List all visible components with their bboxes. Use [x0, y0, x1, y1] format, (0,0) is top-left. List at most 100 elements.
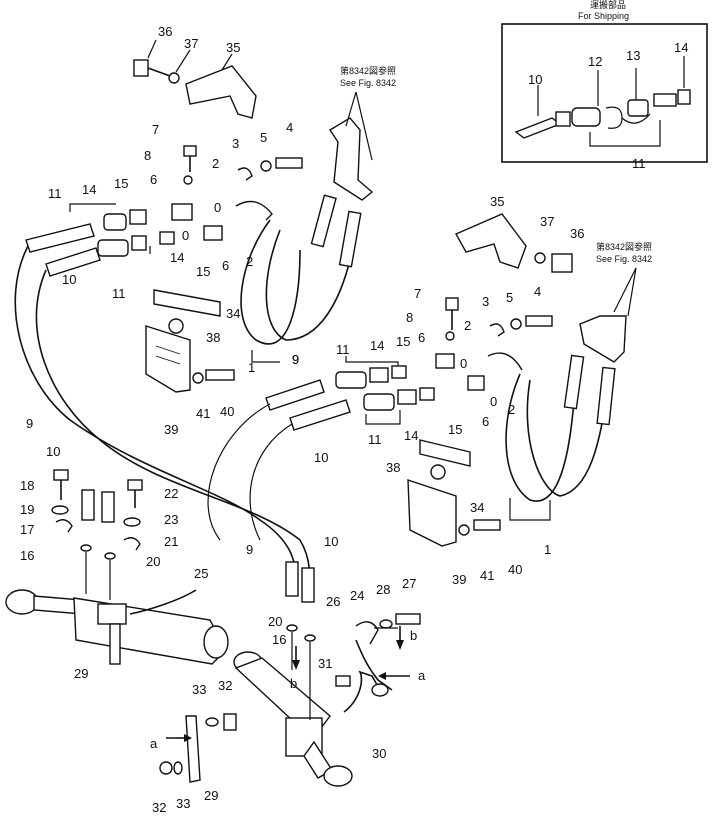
callout: 39 [164, 422, 178, 437]
guard-39-right [407, 479, 457, 547]
callout: 10 [62, 272, 76, 287]
callout: 0 [490, 394, 497, 409]
callout: 19 [20, 502, 34, 517]
callout: 34 [470, 500, 484, 515]
clamp-34-upper [153, 289, 221, 317]
shipping-hose-end [514, 117, 562, 139]
callout: 28 [376, 582, 390, 597]
callout: 37 [184, 36, 198, 51]
hose-1-upper-a [240, 219, 301, 345]
callout: 7 [152, 122, 159, 137]
shipping-nipple [653, 93, 677, 107]
callout: 11 [368, 432, 382, 447]
block-6b-upper [203, 225, 223, 241]
callout: 23 [164, 512, 178, 527]
callout: 11 [632, 156, 646, 171]
callout: 11 [336, 342, 350, 357]
shipping-plug [627, 99, 649, 117]
callout: 20 [146, 554, 160, 569]
callout: 41 [480, 568, 494, 583]
callout: 17 [20, 522, 34, 537]
clamp-34-right [419, 439, 471, 467]
callout: 26 [326, 594, 340, 609]
callout: 33 [176, 796, 190, 811]
shipping-title-jp: 運搬部品 [590, 0, 626, 10]
callout: 2 [464, 318, 471, 333]
callout: 14 [170, 250, 184, 265]
callout-numbers: 36 37 35 7 8 3 5 4 2 6 15 14 11 0 0 6 2 … [20, 24, 688, 815]
callout: 36 [570, 226, 584, 241]
clamp-29-left [109, 623, 121, 665]
callout: 25 [194, 566, 208, 581]
hose-1-upper-b [265, 229, 351, 341]
callout: 9 [292, 352, 299, 367]
callout: 6 [222, 258, 229, 273]
hose-1-right-b [526, 379, 607, 497]
callout: 14 [404, 428, 418, 443]
callout: 21 [164, 534, 178, 549]
right-middle-cluster [207, 213, 627, 547]
callout: 10 [324, 534, 338, 549]
washer-37-upper [168, 72, 180, 84]
callout: 15 [448, 422, 462, 437]
callout: 11 [112, 286, 126, 301]
callout: 1 [544, 542, 551, 557]
callout: 36 [158, 24, 172, 39]
callout: 35 [490, 194, 504, 209]
see-fig-jp-upper: 第8342図参照 [340, 65, 396, 76]
callout: 2 [212, 156, 219, 171]
callout: 1 [248, 360, 255, 375]
callout: 22 [164, 486, 178, 501]
cover-35-upper [185, 65, 257, 119]
bracket-ref-upper [329, 117, 374, 201]
callout: 38 [386, 460, 400, 475]
shipping-title-en: For Shipping [578, 11, 629, 21]
shipping-hose-fitting [555, 111, 571, 127]
callout: 14 [370, 338, 384, 353]
shipping-parts-box: 運搬部品 For Shipping [501, 0, 708, 163]
callout: 18 [20, 478, 34, 493]
clamp-29-right [185, 715, 201, 783]
callout: 34 [226, 306, 240, 321]
lower-cylinders [5, 469, 421, 787]
callout: 15 [196, 264, 210, 279]
cover-35-right [455, 213, 527, 269]
callout: 0 [214, 200, 221, 215]
marker-a-left: a [150, 736, 158, 751]
callout: 14 [674, 40, 688, 55]
callout: 41 [196, 406, 210, 421]
leader-lines [69, 39, 637, 742]
callout: 29 [74, 666, 88, 681]
guard-39-upper [145, 325, 191, 393]
callout: 7 [414, 286, 421, 301]
callout: 8 [406, 310, 413, 325]
callout: 40 [508, 562, 522, 577]
cylinder-right [234, 657, 331, 733]
callout: 4 [286, 120, 293, 135]
callout: 20 [268, 614, 282, 629]
callout: 32 [152, 800, 166, 815]
shipping-coupler [571, 107, 601, 127]
callout: 3 [482, 294, 489, 309]
shipping-ring [621, 113, 651, 124]
bracket-ref-right [579, 315, 627, 363]
pipe-30 [343, 670, 381, 713]
callout: 15 [114, 176, 128, 191]
callout: 6 [482, 414, 489, 429]
hose-10-long [35, 269, 311, 591]
callout: 10 [314, 450, 328, 465]
block-6-upper [171, 203, 193, 221]
callout: 2 [246, 254, 253, 269]
callout: 35 [226, 40, 240, 55]
hose-9-end-upper [25, 223, 95, 253]
callout: 38 [206, 330, 220, 345]
callout: 31 [318, 656, 332, 671]
callout: 37 [540, 214, 554, 229]
callout: 24 [350, 588, 364, 603]
marker-b-right: b [410, 628, 417, 643]
callout: 16 [272, 632, 286, 647]
callout: 0 [182, 228, 189, 243]
callout: 9 [292, 352, 299, 367]
callout: 40 [220, 404, 234, 419]
callout: 3 [232, 136, 239, 151]
